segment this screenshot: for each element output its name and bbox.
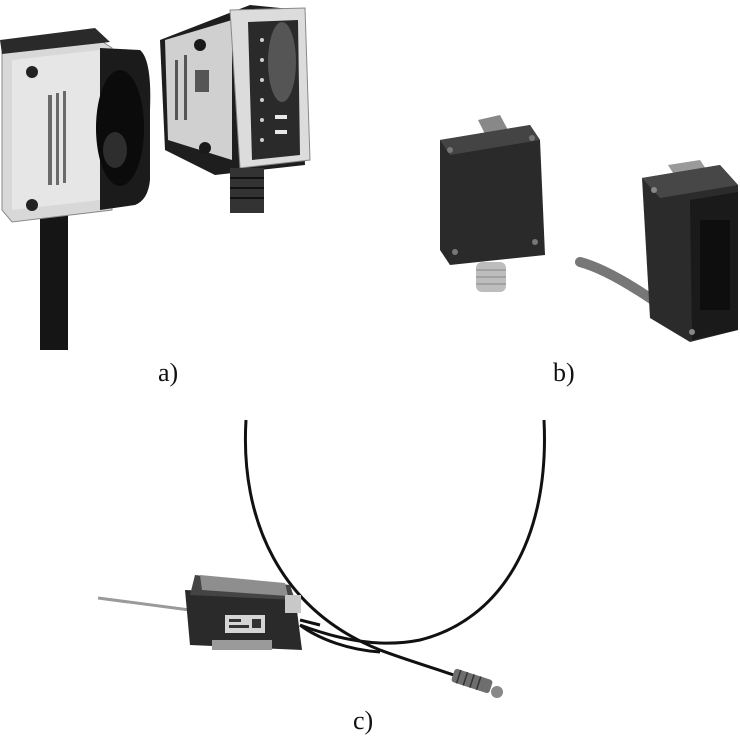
sensor-a-right xyxy=(160,5,311,213)
sensor-b-right xyxy=(575,160,738,342)
sensor-a-left xyxy=(0,28,151,350)
fiber-head xyxy=(451,668,503,698)
sensor-b-left xyxy=(440,115,545,292)
caption-a: a) xyxy=(158,358,179,387)
caption-b: b) xyxy=(553,358,575,387)
caption-c: c) xyxy=(353,706,374,735)
fiber-cables xyxy=(243,419,546,684)
fiber-amplifier xyxy=(185,575,321,650)
